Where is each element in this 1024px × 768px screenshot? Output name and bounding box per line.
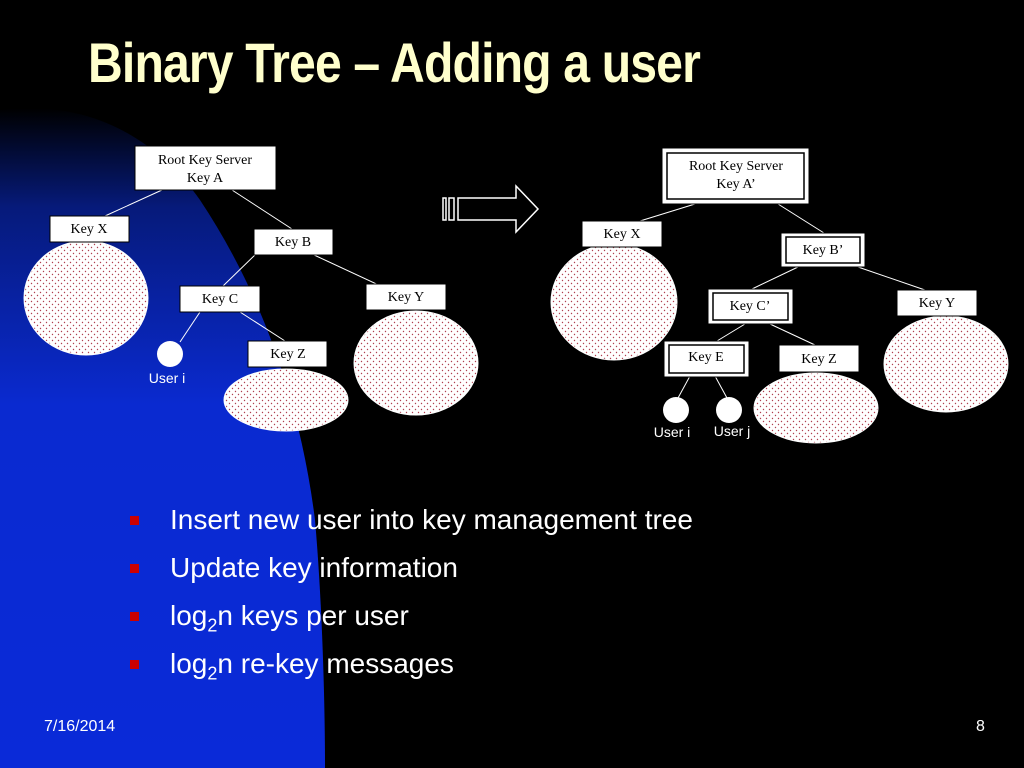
key-x-label: Key X (71, 222, 108, 237)
footer-date: 7/16/2014 (44, 718, 116, 735)
subtree-x-ellipse (23, 240, 149, 356)
root-label-line1: Root Key Server (689, 159, 783, 174)
root-label-line1: Root Key Server (158, 153, 252, 168)
bullet-square-icon (130, 612, 139, 621)
key-c-label: Key C (202, 292, 238, 307)
bullet-text: Insert new user into key management tree (170, 504, 693, 535)
key-y-node: Key Y (896, 289, 978, 317)
subtree-z-ellipse (223, 368, 349, 432)
bullet-item: log2n re-key messages (130, 644, 693, 692)
transition-arrow-icon (442, 184, 540, 234)
subtree-x-ellipse (550, 243, 678, 361)
key-b-label: Key B’ (803, 243, 844, 258)
bullet-item: Insert new user into key management tree (130, 500, 693, 548)
key-b-node-updated: Key B’ (780, 232, 866, 268)
key-x-node: Key X (49, 215, 130, 243)
bullet-item: Update key information (130, 548, 693, 596)
key-y-node: Key Y (365, 283, 447, 311)
subtree-z-ellipse (753, 372, 879, 444)
subtree-y-ellipse (353, 310, 479, 416)
bullet-square-icon (130, 564, 139, 573)
key-y-label: Key Y (919, 296, 955, 311)
key-c-label: Key C’ (730, 299, 771, 314)
user-j-node-new: User j (714, 397, 751, 439)
bullet-text: Update key information (170, 552, 458, 583)
right-tree-edges (639, 203, 926, 399)
bullet-text: log (170, 648, 208, 679)
root-key-server-node: Root Key Server Key A (134, 145, 277, 191)
key-e-label: Key E (688, 350, 723, 365)
bullet-text: log (170, 600, 208, 631)
key-c-node-updated: Key C’ (707, 288, 794, 325)
left-tree: Root Key Server Key A Key X Key B Key C … (23, 145, 479, 432)
bullet-subscript: 2 (207, 615, 218, 636)
key-y-label: Key Y (388, 290, 424, 305)
bullet-text-rest: n keys per user (217, 600, 409, 631)
key-b-label: Key B (275, 235, 311, 250)
key-c-node: Key C (179, 285, 261, 313)
key-x-label: Key X (604, 227, 641, 242)
left-tree-edges (104, 189, 401, 343)
user-i-label: User i (654, 424, 691, 440)
bullet-text-rest: n re-key messages (217, 648, 454, 679)
key-x-node: Key X (581, 220, 663, 248)
key-z-node: Key Z (778, 344, 860, 373)
root-label-line2: Key A (187, 171, 224, 186)
user-i-label: User i (149, 370, 186, 386)
bullet-square-icon (130, 516, 139, 525)
key-z-label: Key Z (270, 347, 305, 362)
key-e-node-new: Key E (663, 340, 750, 378)
bullet-list: Insert new user into key management tree… (130, 500, 693, 692)
user-i-node: User i (654, 397, 691, 440)
slide-title: Binary Tree – Adding a user (88, 31, 701, 94)
subtree-y-ellipse (883, 315, 1009, 413)
user-j-label: User j (714, 423, 751, 439)
key-b-node: Key B (253, 228, 334, 256)
page-number: 8 (976, 718, 985, 735)
key-z-node: Key Z (247, 340, 328, 368)
bullet-subscript: 2 (207, 663, 218, 684)
key-z-label: Key Z (801, 352, 836, 367)
user-i-node: User i (149, 341, 186, 386)
bullet-item: log2n keys per user (130, 596, 693, 644)
root-key-server-node-updated: Root Key Server Key A’ (661, 147, 810, 205)
root-label-line2: Key A’ (716, 177, 755, 192)
bullet-square-icon (130, 660, 139, 669)
right-tree: Root Key Server Key A’ Key X Key B’ Key … (550, 147, 1009, 444)
